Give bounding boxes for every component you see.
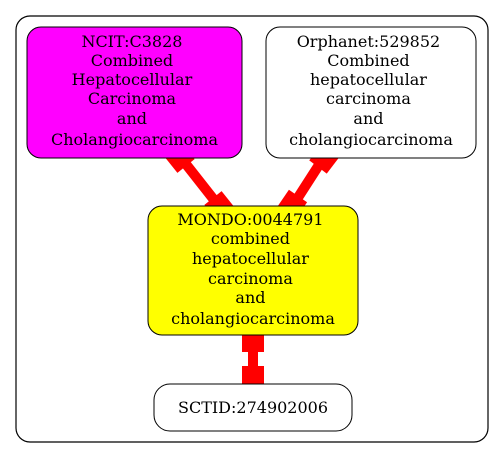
node-orphanet-line: carcinoma	[326, 89, 411, 108]
svg-text:SCTID:274902006: SCTID:274902006	[178, 398, 328, 417]
node-orphanet: Orphanet:529852 Combined hepatocellular …	[265, 26, 477, 159]
node-ncit-line: Combined	[91, 51, 173, 70]
node-sctid-line: SCTID:274902006	[178, 398, 328, 417]
node-mondo-box	[147, 205, 359, 336]
node-mondo-line: MONDO:0044791	[177, 210, 323, 229]
node-orphanet-line: Combined	[327, 51, 409, 70]
node-orphanet-box	[265, 26, 477, 159]
node-sctid: SCTID:274902006	[153, 383, 353, 432]
node-ncit-line: Carcinoma	[88, 89, 177, 108]
svg-text:NCIT:C3828 Combined: NCIT:C3828 Combined Hepatocellular Carci…	[51, 32, 218, 149]
node-orphanet-line: Orphanet:529852	[297, 32, 441, 51]
node-mondo: MONDO:0044791 combined hepatocellular ca…	[147, 205, 359, 336]
svg-text:MONDO:0044791 combined: MONDO:0044791 combined hepatocellular ca…	[171, 210, 335, 328]
node-mondo-line: and	[235, 288, 265, 307]
node-mondo-line: cholangiocarcinoma	[171, 309, 335, 328]
node-sctid-box	[153, 383, 353, 432]
svg-text:Orphanet:529852 Combined: Orphanet:529852 Combined hepatocellular …	[289, 32, 453, 149]
node-mondo-line: carcinoma	[208, 269, 293, 288]
node-orphanet-line: cholangiocarcinoma	[289, 130, 453, 149]
node-mondo-line: combined	[211, 229, 290, 248]
node-ncit-line: Cholangiocarcinoma	[51, 130, 218, 149]
node-mondo-line: hepatocellular	[192, 249, 309, 268]
node-ncit-line: Hepatocellular	[72, 70, 193, 89]
node-ncit-line: and	[117, 109, 147, 128]
node-orphanet-line: and	[353, 109, 383, 128]
node-ncit-line: NCIT:C3828	[81, 32, 182, 51]
node-ncit: NCIT:C3828 Combined Hepatocellular Carci…	[26, 26, 243, 159]
node-orphanet-line: hepatocellular	[310, 70, 427, 89]
cluster-box	[15, 15, 489, 443]
node-ncit-box	[26, 26, 243, 159]
